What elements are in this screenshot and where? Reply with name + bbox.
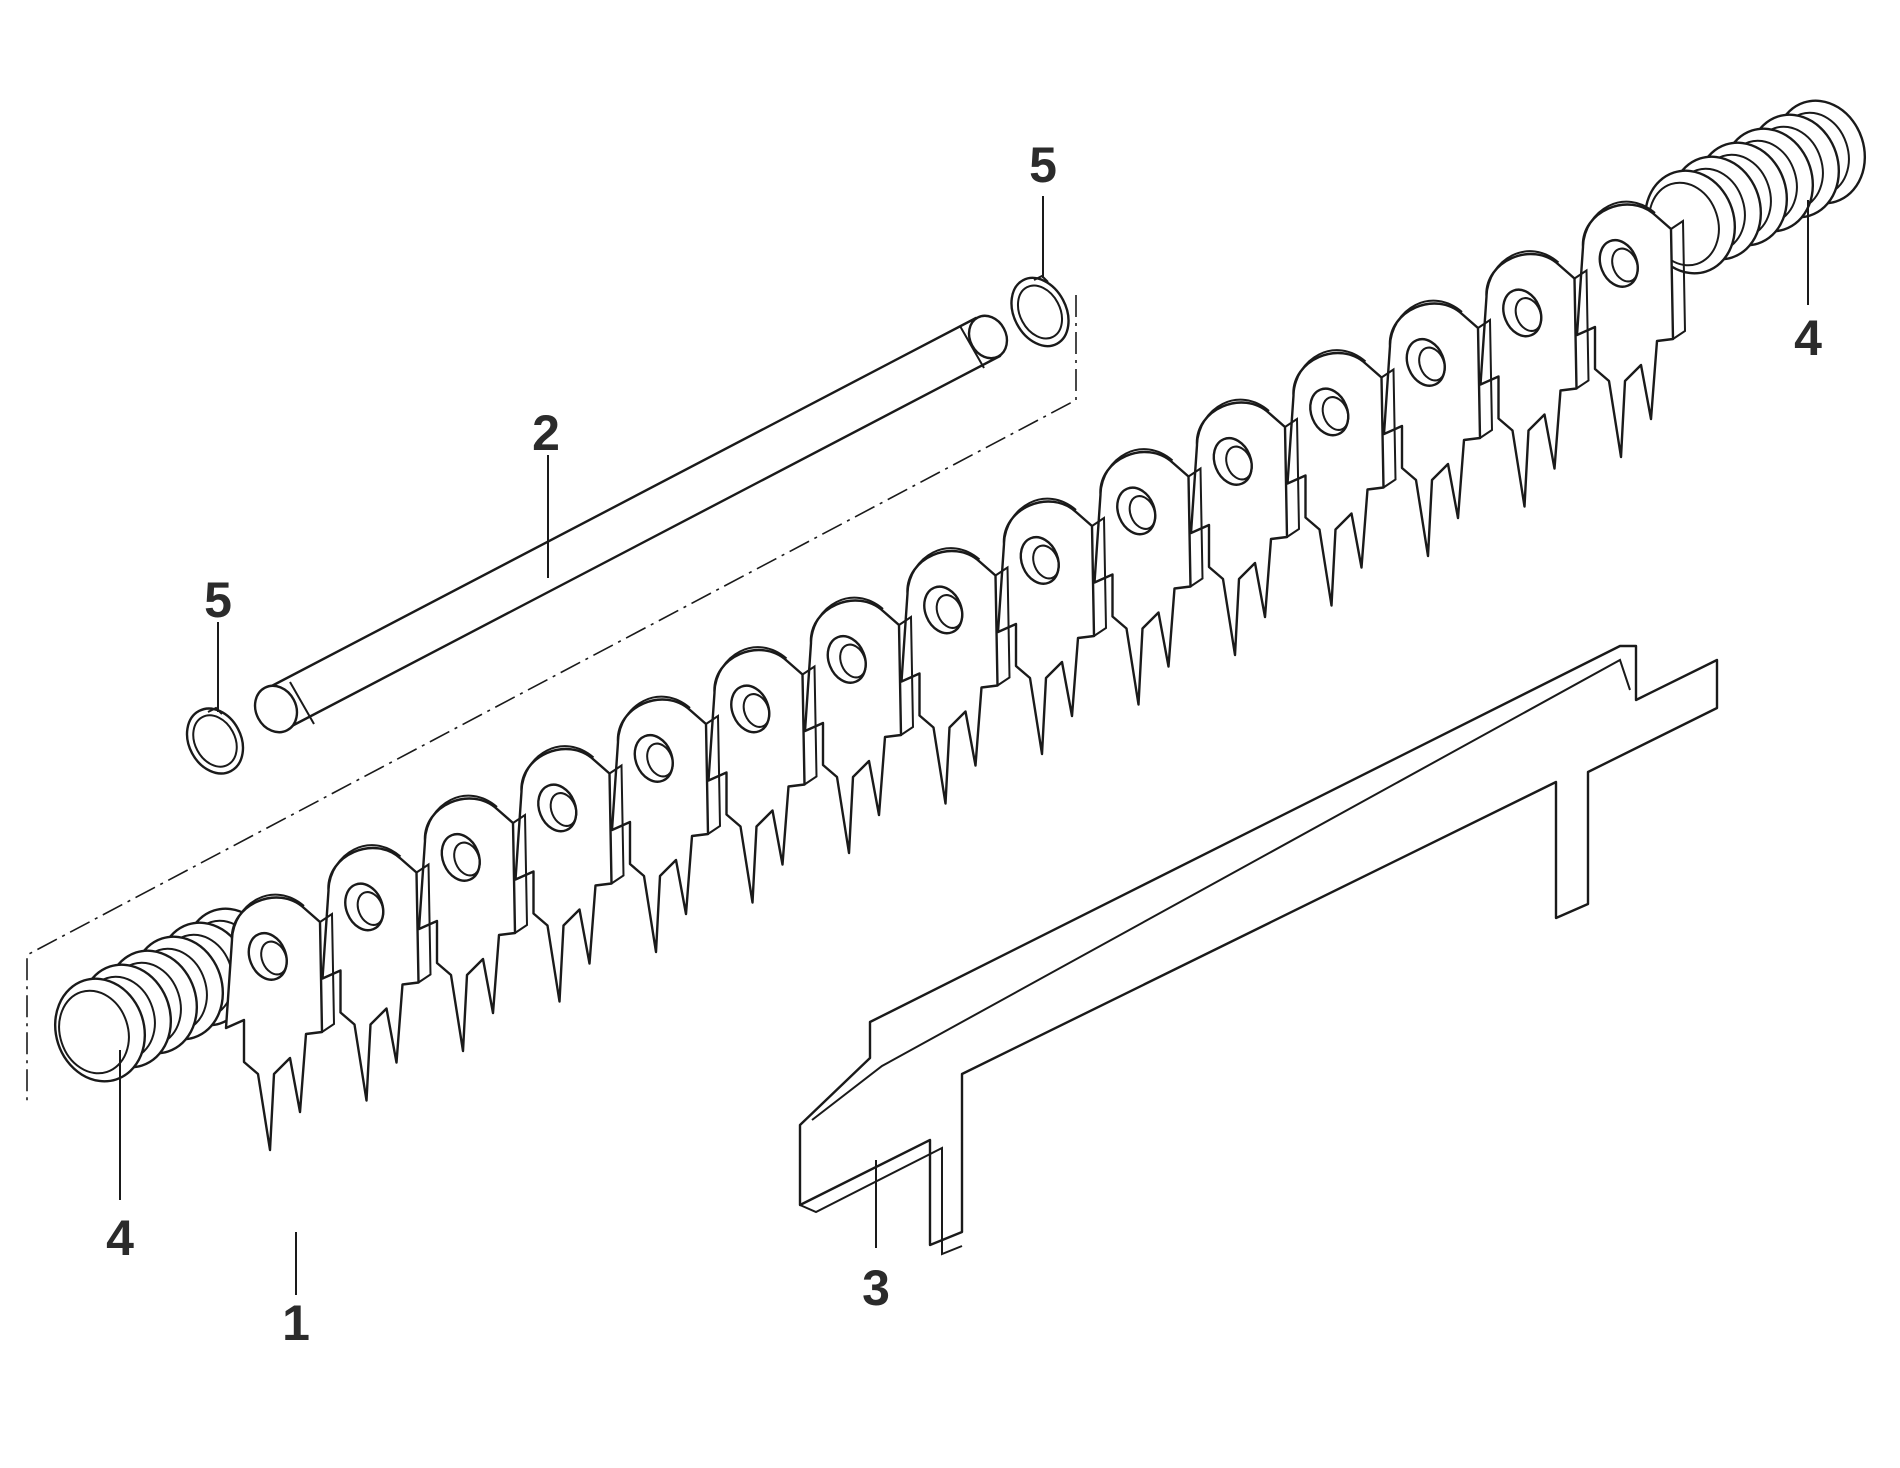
- knife-blade: [803, 596, 915, 855]
- knife-blade: [900, 546, 1011, 805]
- circlip-icon: [1010, 274, 1070, 348]
- knife-blade: [610, 695, 722, 954]
- callout-4-right-label: 4: [1794, 310, 1822, 366]
- bracket-icon: [798, 644, 1719, 1256]
- knife-blade: [1382, 299, 1494, 558]
- callout-3-label: 3: [862, 1260, 890, 1316]
- leader-lines: [119, 196, 1809, 1295]
- knife-blade: [996, 497, 1108, 756]
- knife-blade: [224, 893, 336, 1152]
- shaft-icon: [253, 314, 1009, 734]
- knife-blade: [1479, 249, 1590, 508]
- knife-blade: [1286, 348, 1397, 607]
- assembly-axis-line: [26, 295, 1077, 1105]
- callout-1-label: 1: [282, 1295, 310, 1351]
- knife-blade: [1093, 447, 1204, 706]
- circlip-icon: [185, 706, 245, 775]
- knife-blade: [321, 843, 432, 1102]
- callout-5-left-label: 5: [204, 572, 232, 628]
- callout-2-label: 2: [532, 405, 560, 461]
- callout-5-right-label: 5: [1029, 137, 1057, 193]
- knife-blade: [707, 645, 818, 904]
- knife-blade: [1575, 200, 1687, 459]
- knife-blade: [514, 744, 625, 1003]
- callout-4-left-label: 4: [106, 1210, 134, 1266]
- knife-blade: [417, 794, 529, 1053]
- knife-blade: [1189, 398, 1301, 657]
